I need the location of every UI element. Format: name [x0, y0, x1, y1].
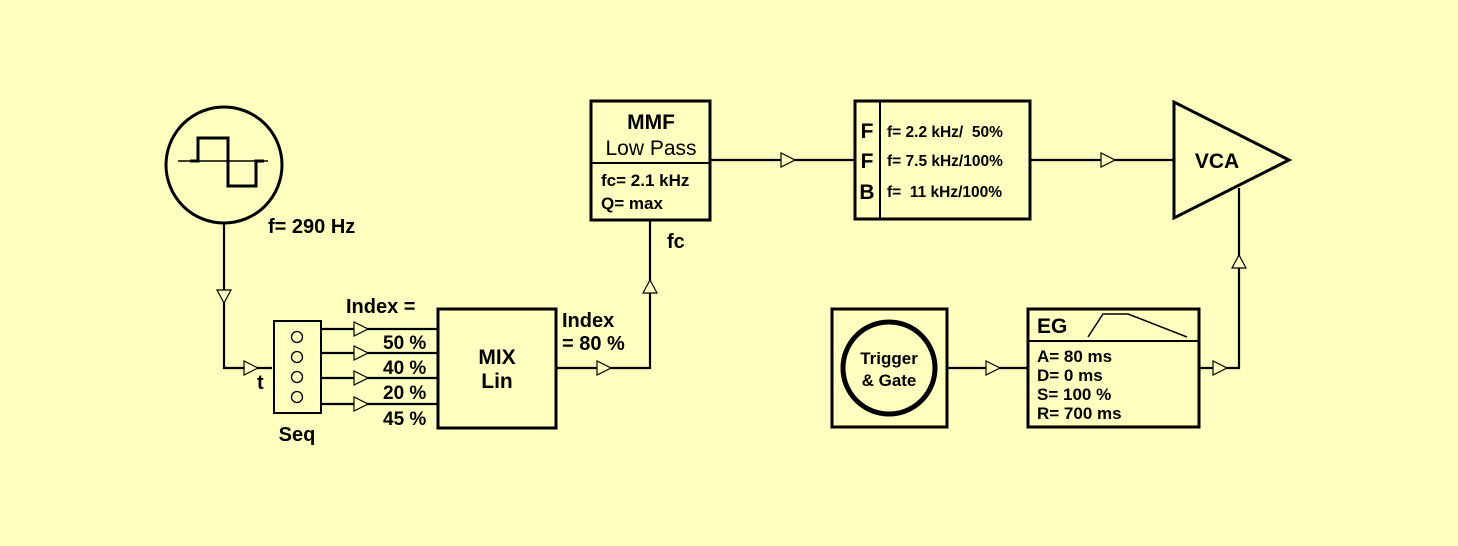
filter-bank-letter-3: B [859, 181, 874, 204]
vca: VCA [1172, 99, 1293, 221]
mix-index-value: = 80 % [562, 333, 625, 355]
filter-bank-letter-2: F [861, 150, 874, 173]
trigger-gate: Trigger & Gate [830, 307, 949, 429]
step-led-2 [290, 350, 304, 364]
trigger-line2: & Gate [862, 371, 917, 390]
mixer-line1: MIX [478, 346, 515, 369]
arrow-filter-out [780, 152, 797, 168]
vca-label: VCA [1195, 150, 1239, 173]
filter-bank: F F B f= 2.2 kHz/ 50% f= 7.5 kHz/100% f=… [853, 99, 1032, 221]
step-led-4 [290, 390, 304, 404]
eg-sustain: S= 100 % [1037, 385, 1111, 404]
step-value-1: 50 % [383, 333, 426, 354]
filter-cutoff: fc= 2.1 kHz [601, 171, 689, 190]
filter-bank-letter-1: F [861, 120, 874, 143]
step-led-1 [290, 330, 304, 344]
sequencer-label: Seq [279, 424, 316, 446]
eg-attack: A= 80 ms [1037, 347, 1112, 366]
sequencer-outputs [321, 321, 438, 412]
trigger-box [830, 307, 949, 429]
oscillator: f= 290 Hz [164, 105, 355, 238]
sequencer: Seq [273, 320, 322, 446]
wire-eg-to-vca [1199, 188, 1241, 370]
wire-osc-to-seq [222, 223, 272, 370]
mix-index-label: Index [562, 310, 614, 332]
filter-bank-row-3: f= 11 kHz/100% [887, 184, 1002, 201]
trigger-line1: Trigger [860, 349, 918, 368]
trigger-ring [840, 319, 938, 417]
oscillator-circle [164, 105, 284, 225]
step-value-3: 20 % [383, 383, 426, 404]
step-led-3 [290, 370, 304, 384]
arrow-ffb-out [1100, 152, 1117, 168]
arrow-fc-up [641, 278, 659, 294]
eg-decay: D= 0 ms [1037, 366, 1103, 385]
seq-input-label: t [257, 372, 264, 394]
eg-title: EG [1037, 315, 1067, 338]
arrow-into-seq [243, 360, 260, 376]
index-header-label: Index = [346, 296, 415, 318]
filter-type: Low Pass [605, 137, 696, 160]
step-value-4: 45 % [383, 409, 426, 430]
oscillator-frequency-label: f= 290 Hz [268, 216, 355, 238]
filter-bank-row-2: f= 7.5 kHz/100% [887, 153, 1003, 170]
mixer-line2: Lin [481, 370, 513, 393]
arrow-mix-out [596, 360, 613, 376]
mmf-filter: MMF Low Pass fc= 2.1 kHz Q= max [589, 99, 712, 222]
vca-triangle [1172, 99, 1293, 221]
arrow-eg-out [1212, 360, 1229, 376]
wire-mix-to-filter-fc [556, 220, 652, 370]
step-value-2: 40 % [383, 358, 426, 379]
envelope-shape-icon [1087, 313, 1188, 338]
filter-fc-input-label: fc [667, 231, 685, 253]
filter-bank-row-1: f= 2.2 kHz/ 50% [887, 124, 1003, 141]
sequencer-box [273, 320, 322, 414]
filter-title: MMF [627, 111, 675, 134]
envelope-generator: EG A= 80 ms D= 0 ms S= 100 % R= 700 ms [1026, 307, 1201, 429]
arrow-osc-down [215, 289, 233, 305]
mixer: MIX Lin [436, 307, 558, 430]
square-wave-icon [178, 136, 268, 188]
eg-release: R= 700 ms [1037, 404, 1122, 423]
filter-q: Q= max [601, 194, 663, 213]
arrow-trigger-out [985, 360, 1002, 376]
arrow-vca-cv-up [1230, 253, 1248, 269]
